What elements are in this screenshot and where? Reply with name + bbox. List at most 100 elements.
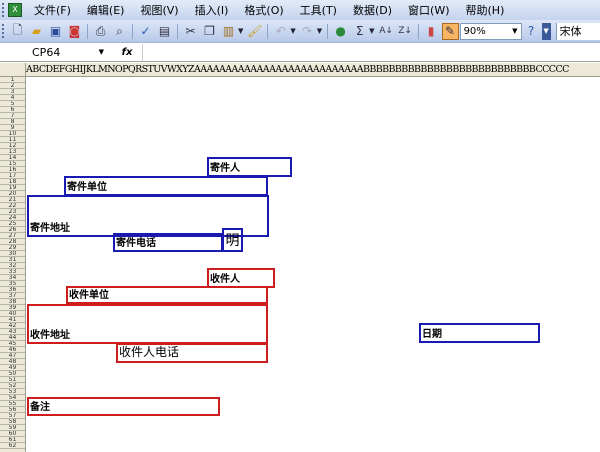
row-number[interactable]: 34 — [0, 275, 25, 281]
row-number[interactable]: 14 — [0, 155, 25, 161]
row-number[interactable]: 51 — [0, 377, 25, 383]
row-number[interactable]: 39 — [0, 305, 25, 311]
menu-view[interactable]: 视图(V) — [140, 4, 179, 17]
row-number[interactable]: 29 — [0, 245, 25, 251]
open-icon[interactable]: ▰ — [31, 24, 42, 38]
sender-name-cell[interactable]: 寄件人 — [207, 157, 292, 177]
row-number[interactable]: 38 — [0, 299, 25, 305]
row-number[interactable]: 42 — [0, 323, 25, 329]
row-number[interactable]: 26 — [0, 227, 25, 233]
row-number[interactable]: 49 — [0, 365, 25, 371]
name-box[interactable]: CP64▼ — [0, 43, 112, 61]
excel-document-icon[interactable]: X — [8, 3, 22, 17]
row-number[interactable]: 53 — [0, 389, 25, 395]
zoom-select[interactable]: 90%▼ — [459, 22, 522, 40]
row-number[interactable]: 35 — [0, 281, 25, 287]
chevron-down-icon[interactable]: ▼ — [369, 27, 375, 35]
spelling-icon[interactable]: ✓ — [140, 24, 151, 38]
cut-icon[interactable]: ✂ — [185, 24, 196, 38]
row-number[interactable]: 44 — [0, 335, 25, 341]
format-painter-icon[interactable]: 🖌 — [247, 24, 263, 38]
row-number[interactable]: 24 — [0, 215, 25, 221]
menu-format[interactable]: 格式(O) — [244, 4, 284, 17]
receiver-address-cell[interactable]: 收件地址 — [27, 304, 268, 344]
row-number[interactable]: 28 — [0, 239, 25, 245]
row-number[interactable]: 19 — [0, 185, 25, 191]
sender-company-cell[interactable]: 寄件单位 — [64, 176, 268, 196]
row-number[interactable]: 61 — [0, 437, 25, 443]
undo-icon[interactable]: ↶ — [275, 24, 286, 38]
menu-edit[interactable]: 编辑(E) — [86, 4, 125, 17]
chevron-down-icon[interactable]: ▼ — [238, 27, 244, 35]
toolbar-options-icon[interactable]: ▼ — [541, 22, 551, 40]
receiver-name-cell[interactable]: 收件人 — [207, 268, 275, 288]
sender-extra-cell[interactable]: 明 — [222, 228, 243, 252]
row-number[interactable]: 21 — [0, 197, 25, 203]
row-number[interactable]: 37 — [0, 293, 25, 299]
column-header[interactable]: ABCDEFGHIJKLMNOPQRSTUVWXYZAAAAAAAAAAAAAA… — [26, 63, 600, 77]
print-icon[interactable]: ⎙ — [95, 23, 106, 38]
row-number[interactable]: 4 — [0, 95, 25, 101]
row-number[interactable]: 50 — [0, 371, 25, 377]
row-number[interactable]: 40 — [0, 311, 25, 317]
row-number[interactable]: 6 — [0, 107, 25, 113]
row-number[interactable]: 46 — [0, 347, 25, 353]
row-number[interactable]: 60 — [0, 431, 25, 437]
row-number[interactable]: 8 — [0, 119, 25, 125]
receiver-phone-cell[interactable]: 收件人电话 — [116, 343, 268, 363]
row-number[interactable]: 22 — [0, 203, 25, 209]
save-icon[interactable]: ▣ — [49, 24, 62, 38]
sort-ascending-icon[interactable]: A↓ — [379, 26, 393, 36]
permission-icon[interactable]: ◙ — [68, 24, 81, 38]
chevron-down-icon[interactable]: ▼ — [98, 48, 104, 56]
row-number[interactable]: 36 — [0, 287, 25, 293]
menu-help[interactable]: 帮助(H) — [465, 4, 505, 17]
row-number[interactable]: 7 — [0, 113, 25, 119]
row-number[interactable]: 10 — [0, 131, 25, 137]
hyperlink-icon[interactable]: ● — [335, 24, 346, 38]
redo-icon[interactable]: ↷ — [302, 24, 313, 38]
row-number[interactable]: 47 — [0, 353, 25, 359]
row-number[interactable]: 33 — [0, 269, 25, 275]
row-number[interactable]: 43 — [0, 329, 25, 335]
row-number[interactable]: 48 — [0, 359, 25, 365]
row-number[interactable]: 15 — [0, 161, 25, 167]
chart-wizard-icon[interactable]: ▮ — [427, 24, 435, 38]
date-cell[interactable]: 日期 — [419, 323, 540, 343]
row-number[interactable]: 59 — [0, 425, 25, 431]
row-number[interactable]: 23 — [0, 209, 25, 215]
row-number[interactable]: 25 — [0, 221, 25, 227]
research-icon[interactable]: ▤ — [158, 24, 171, 38]
menu-file[interactable]: 文件(F) — [34, 4, 71, 17]
row-number[interactable]: 17 — [0, 173, 25, 179]
menu-tools[interactable]: 工具(T) — [299, 4, 337, 17]
row-number[interactable]: 3 — [0, 89, 25, 95]
paste-icon[interactable]: ▥ — [222, 24, 235, 38]
row-number[interactable]: 54 — [0, 395, 25, 401]
insert-function-icon[interactable]: fx — [121, 46, 133, 58]
receiver-company-cell[interactable]: 收件单位 — [66, 286, 268, 304]
grip-handle[interactable] — [2, 24, 5, 38]
row-number[interactable]: 1 — [0, 77, 25, 83]
row-number[interactable]: 45 — [0, 341, 25, 347]
row-number[interactable]: 5 — [0, 101, 25, 107]
row-number[interactable]: 41 — [0, 317, 25, 323]
row-number[interactable]: 57 — [0, 413, 25, 419]
help-icon[interactable]: ? — [527, 24, 535, 38]
row-number[interactable]: 27 — [0, 233, 25, 239]
row-number[interactable]: 55 — [0, 401, 25, 407]
row-number[interactable]: 2 — [0, 83, 25, 89]
row-number[interactable]: 20 — [0, 191, 25, 197]
row-number[interactable]: 9 — [0, 125, 25, 131]
new-icon[interactable]: 🗋 — [12, 22, 23, 37]
grip-handle[interactable] — [2, 3, 5, 17]
select-all-button[interactable] — [0, 63, 26, 77]
sender-address-cell[interactable]: 寄件地址 — [27, 195, 269, 237]
menu-insert[interactable]: 插入(I) — [194, 4, 229, 17]
row-number[interactable]: 16 — [0, 167, 25, 173]
chevron-down-icon[interactable]: ▼ — [290, 27, 296, 35]
formula-input[interactable] — [142, 43, 600, 61]
row-number[interactable]: 11 — [0, 137, 25, 143]
row-number[interactable]: 18 — [0, 179, 25, 185]
